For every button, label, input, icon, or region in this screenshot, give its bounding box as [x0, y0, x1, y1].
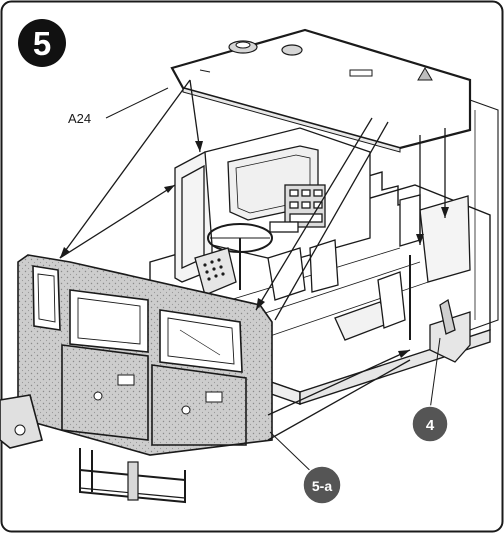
cab-interior: [174, 127, 406, 341]
step-badge-icon: [18, 19, 66, 67]
callout-5a-icon: [302, 465, 342, 505]
callout-4-icon: [411, 405, 449, 443]
callout-5a-label: 5-a: [312, 478, 332, 494]
roof-panel: [170, 28, 472, 153]
step-number: 5: [33, 25, 51, 62]
arrow-heads: [60, 141, 449, 358]
front-cab-panel: [0, 254, 273, 504]
rear-bracket: [399, 194, 471, 363]
assembly-arrows: [59, 79, 446, 441]
part-ref-label: A24: [68, 111, 91, 126]
callout-4-label: 4: [426, 417, 435, 434]
